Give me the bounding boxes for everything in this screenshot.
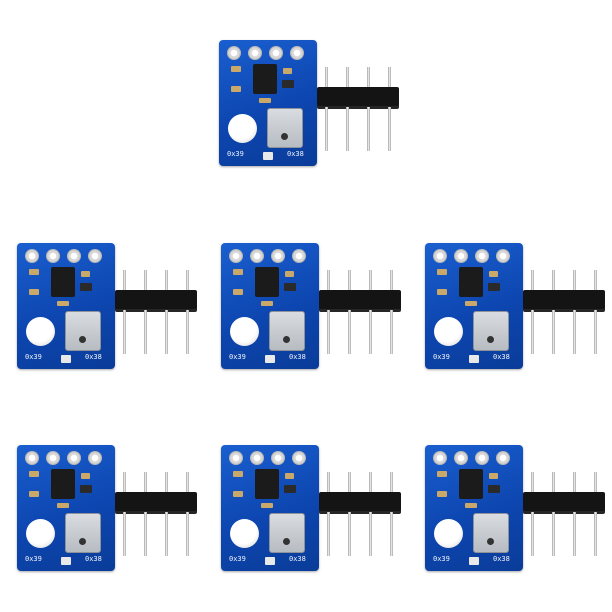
pin-header (319, 270, 401, 356)
address-label-right: 0x38 (493, 353, 510, 361)
sensor-module-6: 0x39 0x38 (221, 445, 415, 573)
pin-header (319, 472, 401, 558)
address-label-right: 0x38 (289, 555, 306, 563)
address-label-left: 0x39 (25, 555, 42, 563)
address-label-left: 0x39 (433, 353, 450, 361)
address-label-right: 0x38 (287, 150, 304, 158)
pcb-board: 0x39 0x38 (425, 243, 523, 369)
sensor-module-4: 0x39 0x38 (425, 243, 612, 371)
pin-header (115, 270, 197, 356)
address-label-left: 0x39 (433, 555, 450, 563)
address-label-left: 0x39 (227, 150, 244, 158)
jumper-pad (263, 152, 273, 160)
pcb-board: 0x39 0x38 (221, 243, 319, 369)
pin-header (317, 67, 399, 153)
sensor-module-2: 0x39 0x38 (17, 243, 211, 371)
address-label-left: 0x39 (229, 555, 246, 563)
pin-hole (290, 46, 304, 60)
address-label-right: 0x38 (493, 555, 510, 563)
pin-header (523, 472, 605, 558)
sensor-chip (267, 108, 303, 148)
pin-header (523, 270, 605, 356)
pin-hole (227, 46, 241, 60)
header-housing (317, 87, 399, 109)
sensor-module-5: 0x39 0x38 (17, 445, 211, 573)
sensor-module-7: 0x39 0x38 (425, 445, 612, 573)
address-label-left: 0x39 (229, 353, 246, 361)
address-label-right: 0x38 (85, 555, 102, 563)
address-label-right: 0x38 (289, 353, 306, 361)
pcb-board: 0x39 0x38 (219, 40, 317, 166)
pcb-board: 0x39 0x38 (17, 243, 115, 369)
sensor-module-1: 0x39 0x38 (219, 40, 413, 168)
pin-header (115, 472, 197, 558)
solder-pad (228, 114, 257, 143)
pin-hole (248, 46, 262, 60)
pin-hole (269, 46, 283, 60)
address-label-right: 0x38 (85, 353, 102, 361)
sensor-module-3: 0x39 0x38 (221, 243, 415, 371)
pcb-board: 0x39 0x38 (425, 445, 523, 571)
address-label-left: 0x39 (25, 353, 42, 361)
pcb-board: 0x39 0x38 (221, 445, 319, 571)
chip (253, 64, 277, 94)
pcb-board: 0x39 0x38 (17, 445, 115, 571)
